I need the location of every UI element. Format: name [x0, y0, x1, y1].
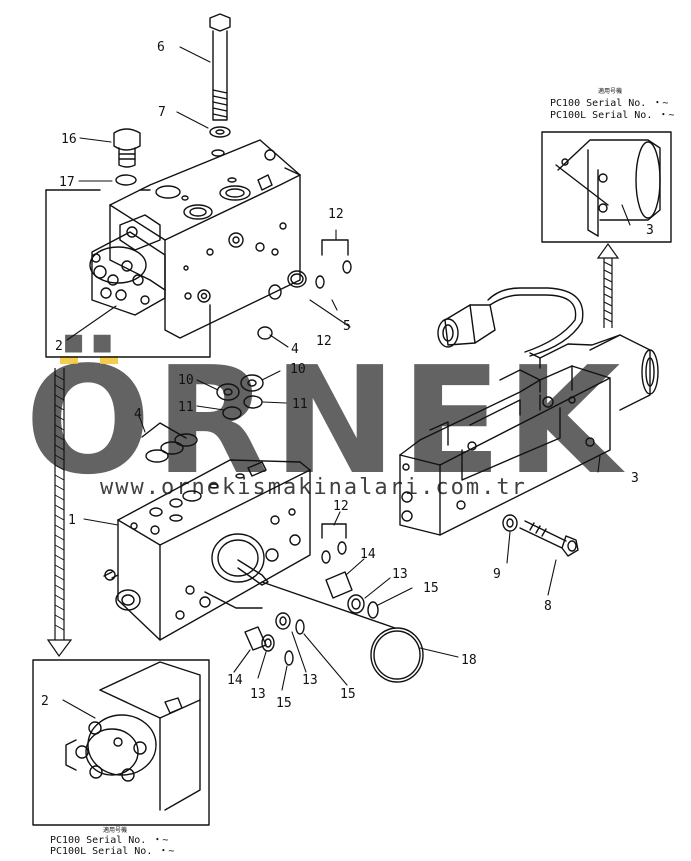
oring-18-leader — [261, 581, 396, 629]
bolt-6 — [209, 13, 231, 121]
callout-4-lower: 4 — [134, 407, 142, 422]
callout-13-mid: 13 — [302, 673, 318, 688]
leader-lines — [62, 46, 631, 719]
callout-12-lower: 12 — [333, 499, 349, 514]
callout-11-left: 11 — [178, 400, 194, 415]
washer-9 — [502, 514, 518, 532]
callout-17: 17 — [59, 175, 75, 190]
washer-7 — [209, 126, 231, 138]
callout-16: 16 — [61, 132, 77, 147]
callout-11-right: 11 — [292, 397, 308, 412]
items-12-15-lower — [204, 523, 379, 666]
solenoid-assembly — [399, 287, 659, 536]
callout-5: 5 — [343, 319, 351, 334]
arrow-up-icon — [596, 242, 620, 328]
arrow-down-icon — [46, 368, 73, 658]
serial-bottom-line1: PC100 Serial No. ・~ — [50, 835, 168, 846]
callout-2-bottom: 2 — [41, 694, 49, 709]
items-10-11 — [216, 374, 264, 420]
callout-14-right: 14 — [360, 547, 376, 562]
callout-3-inset: 3 — [646, 223, 654, 238]
inset-top-right — [541, 131, 672, 243]
callout-18: 18 — [461, 653, 477, 668]
inset-top-left — [45, 189, 211, 358]
orings-upper-right — [257, 239, 352, 340]
plug-16 — [113, 128, 141, 168]
callout-12-top: 12 — [328, 207, 344, 222]
serial-note-bottom: 適用号機 PC100 Serial No. ・~ PC100L Serial N… — [50, 826, 174, 857]
washer-9-hole — [506, 518, 514, 528]
callout-2-top: 2 — [55, 339, 63, 354]
upper-valve-block — [89, 139, 301, 339]
callout-4-upper: 4 — [291, 342, 299, 357]
serial-note-top: 適用号機 PC100 Serial No. ・~ PC100L Serial N… — [550, 87, 674, 121]
orings-4-lower — [141, 422, 198, 463]
watermark-url: www.ornekismakinalari.com.tr — [100, 475, 527, 500]
serial-top-line1: PC100 Serial No. ・~ — [550, 98, 668, 109]
callout-13-left: 13 — [250, 687, 266, 702]
serial-bottom-heading: 適用号機 — [103, 826, 127, 834]
callout-15-mid: 15 — [276, 696, 292, 711]
callout-6: 6 — [157, 40, 165, 55]
watermark: ÖRNEK www.ornekismakinalari.com.tr — [25, 334, 626, 507]
watermark-brand: ÖRNEK — [25, 334, 626, 507]
inset-bottom-left — [32, 659, 210, 826]
oring-17 — [115, 174, 137, 186]
serial-top-heading: 適用号機 — [598, 87, 622, 95]
callout-15-right: 15 — [423, 581, 439, 596]
callouts: 6 7 16 17 2 12 5 12 4 10 10 11 11 4 1 12… — [41, 40, 654, 711]
serial-bottom-line2: PC100L Serial No. ・~ — [50, 846, 174, 856]
callout-10-left: 10 — [178, 373, 194, 388]
callout-9: 9 — [493, 567, 501, 582]
lower-valve-block — [103, 459, 311, 641]
serial-top-line2: PC100L Serial No. ・~ — [550, 110, 674, 121]
washer-7-hole — [215, 129, 225, 135]
callout-15-left: 15 — [340, 687, 356, 702]
callout-12-mid: 12 — [316, 334, 332, 349]
watermark-dot-right — [100, 356, 118, 364]
oring-18-inner — [373, 630, 421, 680]
callout-7: 7 — [158, 105, 166, 120]
callout-13-right: 13 — [392, 567, 408, 582]
callout-3-body: 3 — [631, 471, 639, 486]
callout-1: 1 — [68, 513, 76, 528]
callout-8: 8 — [544, 599, 552, 614]
bolt-8 — [519, 520, 579, 557]
watermark-dot-left — [60, 356, 78, 364]
oring-18 — [370, 627, 424, 683]
callout-14-left: 14 — [227, 673, 243, 688]
callout-10-right: 10 — [290, 362, 306, 377]
